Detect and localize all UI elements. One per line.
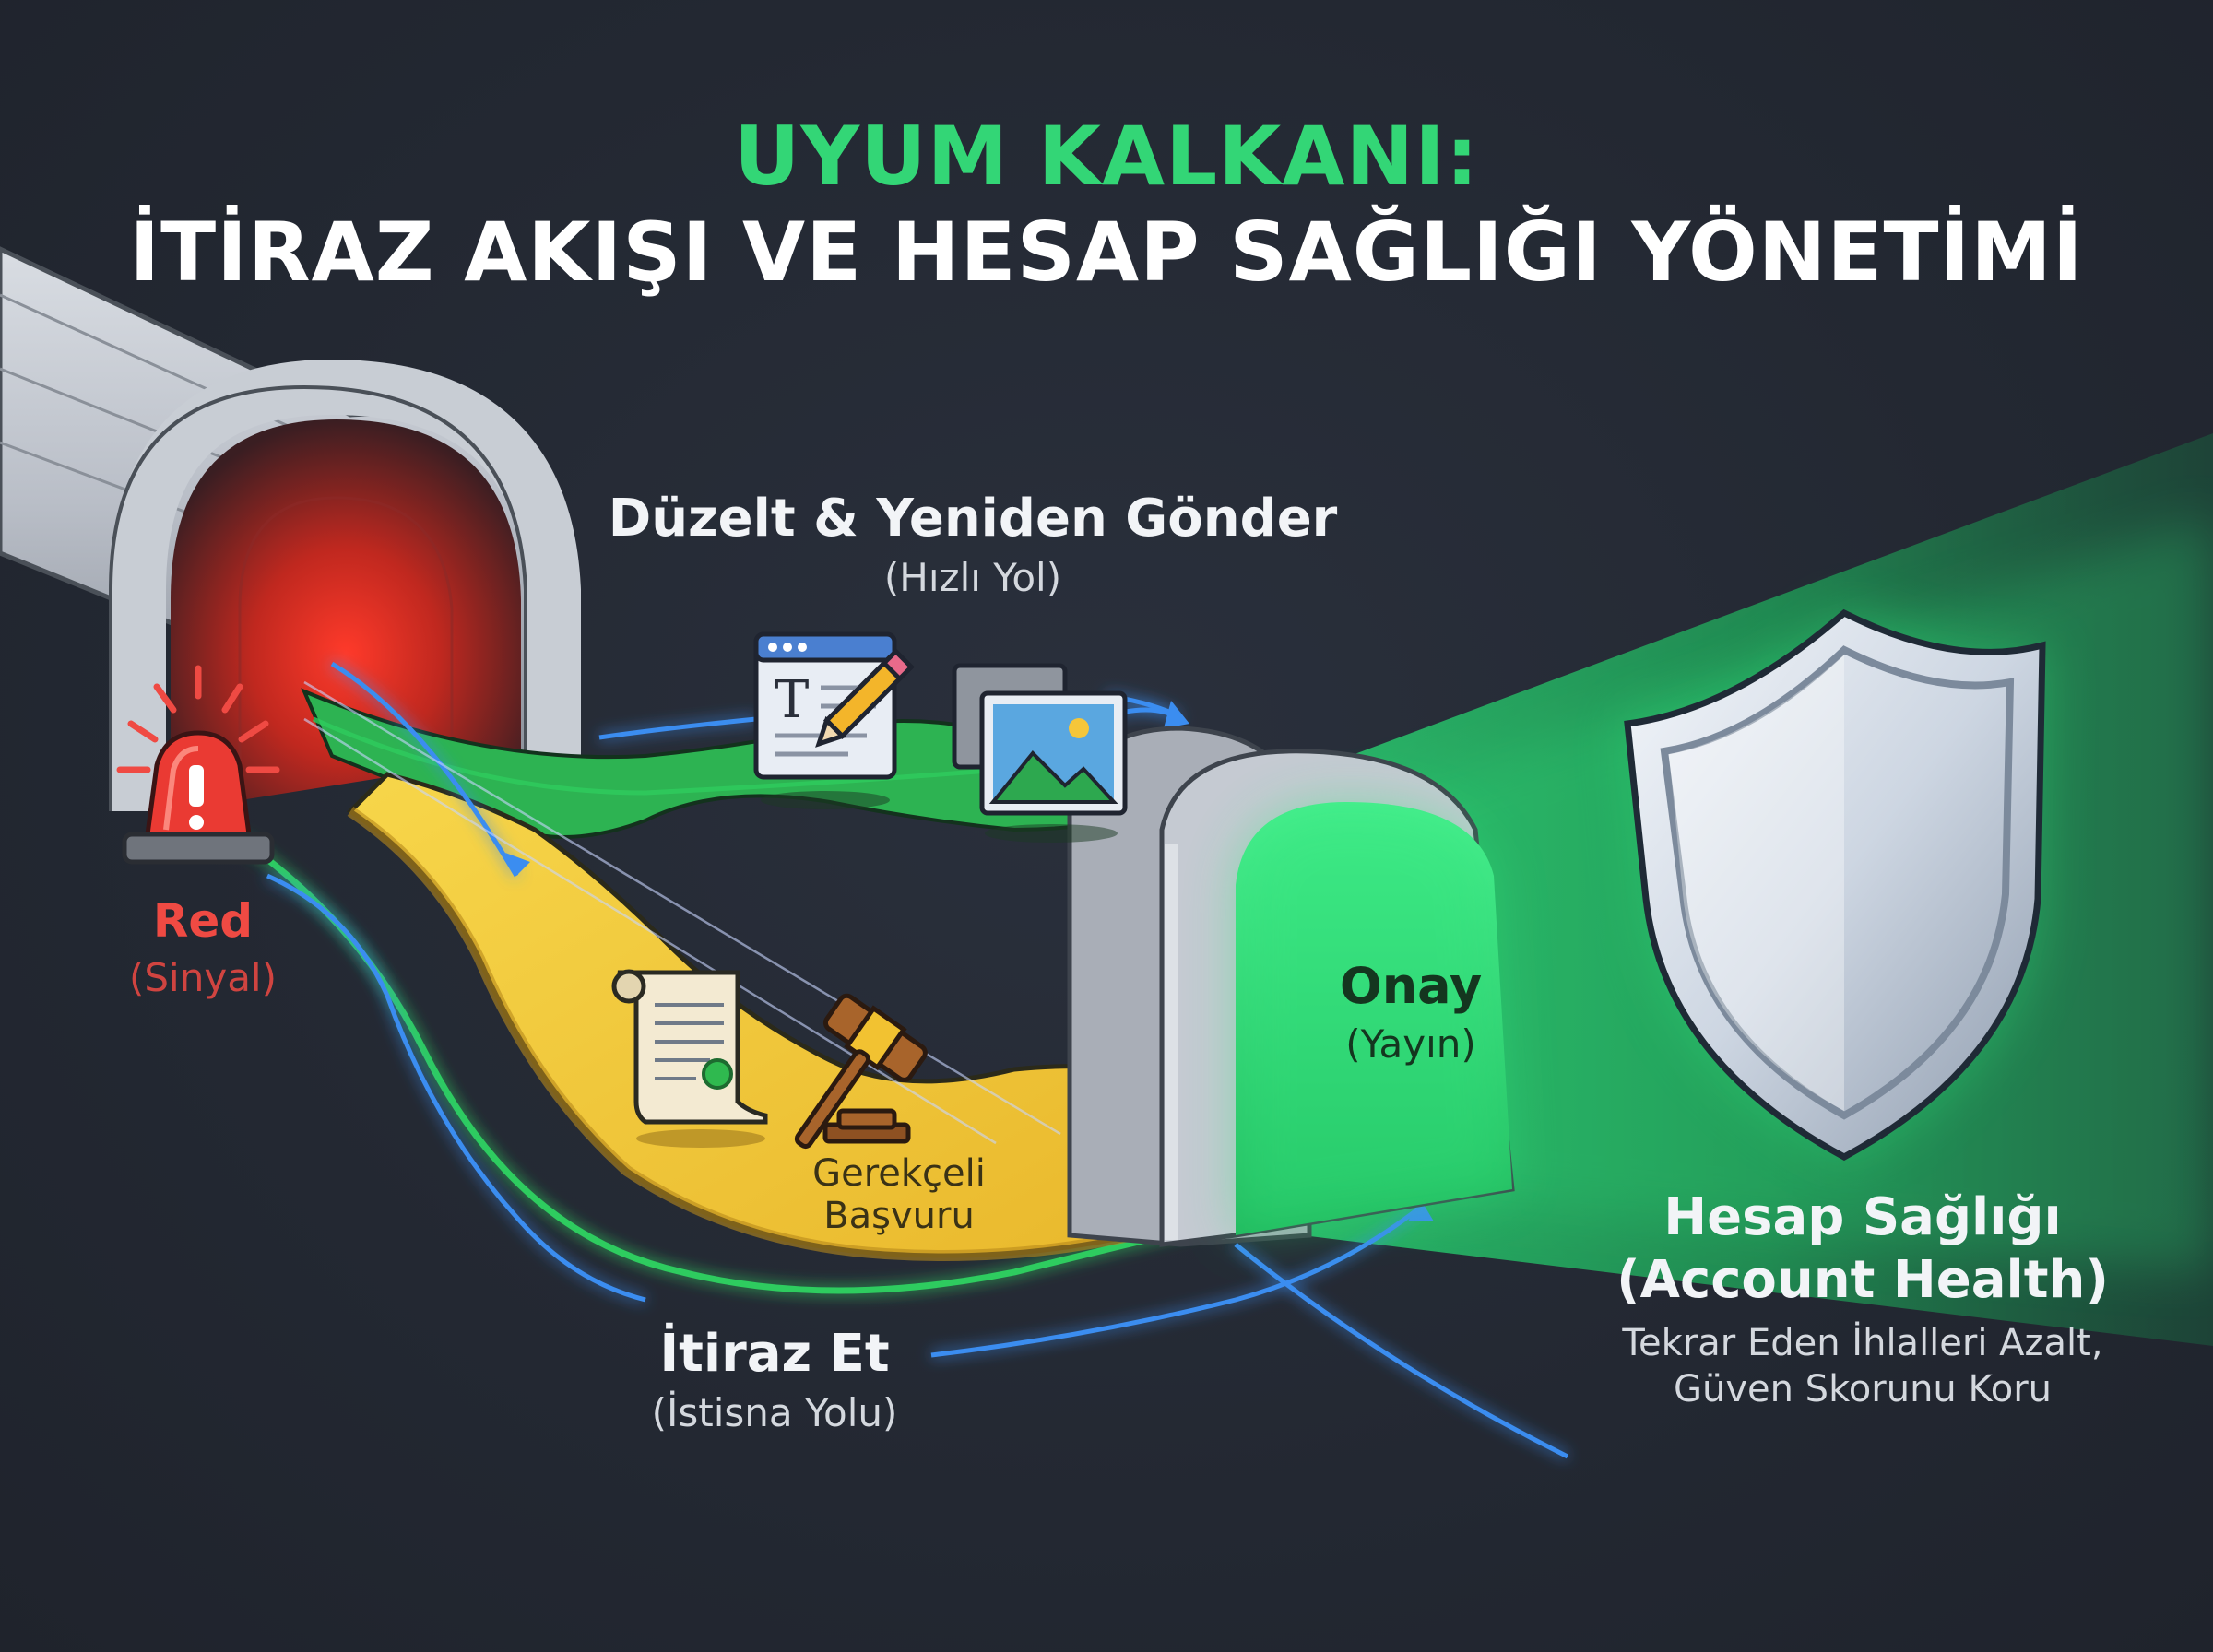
pencil-icon <box>815 648 915 748</box>
fast-path-title: Düzelt & Yeniden Gönder <box>608 489 1338 549</box>
appeal-title: İtiraz Et <box>659 1324 890 1384</box>
diagram-title-line1: UYUM KALKANI: <box>733 109 1480 204</box>
shield-icon <box>1623 608 2047 1162</box>
image-icon <box>952 663 1128 843</box>
account-health-title: Hesap Sağlığı <box>1663 1187 2062 1247</box>
appeal-subtitle: (İstisna Yolu) <box>651 1390 898 1435</box>
fast-path-subtitle: (Hızlı Yol) <box>883 555 1062 600</box>
alarm-siren-icon <box>116 665 280 865</box>
account-health-desc-line2: Güven Skorunu Koru <box>1673 1368 2053 1410</box>
approval-title: Onay <box>1339 957 1483 1015</box>
green-outer-loop <box>238 836 1329 1294</box>
red-signal-subtitle: (Sinyal) <box>129 955 277 1000</box>
red-signal-title: Red <box>152 894 254 948</box>
approval-subtitle: (Yayın) <box>1345 1021 1476 1067</box>
svg-text:T: T <box>775 670 809 730</box>
gavel-icon <box>794 993 928 1150</box>
account-health-title-en: (Account Health) <box>1616 1250 2109 1310</box>
entry-tunnel <box>0 246 581 811</box>
certificate-document-icon <box>611 969 768 1148</box>
account-health-desc-line1: Tekrar Eden İhlalleri Azalt, <box>1622 1322 2103 1364</box>
justified-appeal-line1: Gerekçeli <box>812 1152 986 1195</box>
justified-appeal-line2: Başvuru <box>823 1195 975 1237</box>
appeal-path <box>347 772 1174 1258</box>
approval-tunnel <box>1067 726 1515 1247</box>
diagram-title-line2: İTİRAZ AKIŞI VE HESAP SAĞLIĞI YÖNETİMİ <box>129 205 2084 300</box>
